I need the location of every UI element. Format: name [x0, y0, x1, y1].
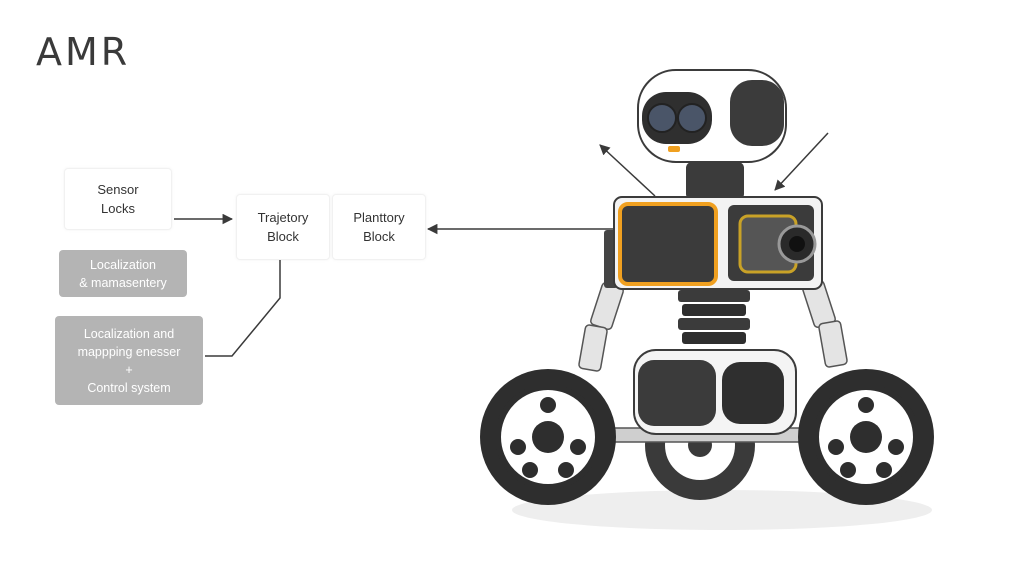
localization-small-line1: Localization [89, 257, 156, 272]
localization-control-block: Localization and mappping enesser + Cont… [55, 316, 203, 405]
arrow-left-sensor [599, 144, 656, 197]
right-eye-icon [677, 103, 707, 133]
localization-large-line1: Localization and [83, 326, 175, 341]
right-wheel [798, 369, 934, 505]
connector-trajectory-to-localization [205, 260, 281, 357]
localization-large-line2: mappping enesser [77, 344, 181, 359]
trajectory-block-line1: Trajetory [257, 210, 309, 225]
robot-base [633, 349, 797, 435]
localization-large-line3: + [125, 362, 133, 377]
plant-block-line2: Block [363, 229, 395, 244]
localization-small-line2: & mamasentery [79, 275, 167, 290]
planttory-block: Planttory Block [332, 194, 426, 260]
trajectory-block: Trajetory Block [236, 194, 330, 260]
sensor-block-line1: Sensor [97, 182, 139, 197]
left-wheel [480, 369, 616, 505]
robot-head [637, 69, 787, 163]
sensor-block-line2: Locks [101, 201, 135, 216]
diagram-title: AMR [36, 30, 131, 74]
plant-block-line1: Planttory [353, 210, 405, 225]
localization-block-small: Localization & mamasentery [59, 250, 187, 297]
sensor-locks-block: Sensor Locks [64, 168, 172, 230]
left-arm [578, 230, 624, 372]
robot-spine [678, 290, 750, 344]
arrow-right-sensor [774, 132, 829, 191]
trajectory-block-line2: Block [267, 229, 299, 244]
robot-torso [613, 196, 823, 290]
display-screen [618, 202, 718, 286]
neck [686, 162, 744, 200]
left-eye-icon [647, 103, 677, 133]
ground-shadow [512, 490, 932, 530]
right-arm [802, 279, 848, 368]
localization-large-line4: Control system [87, 380, 171, 395]
